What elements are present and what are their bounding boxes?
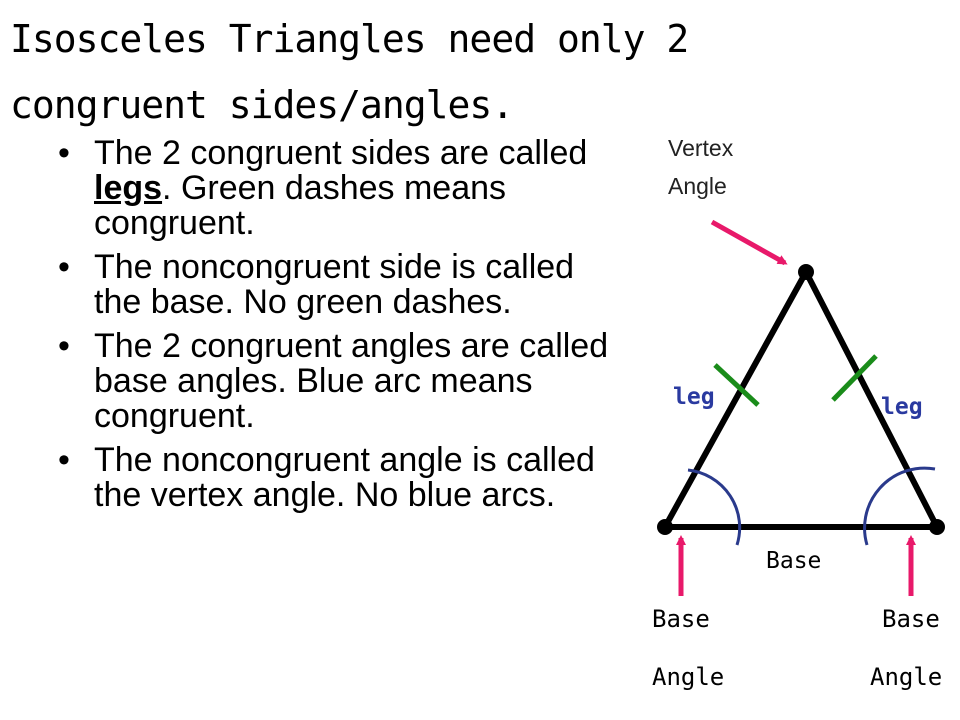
right-base-angle-label-line-2: Angle: [870, 663, 942, 691]
bullet-marker: •: [58, 248, 70, 286]
left-base-point: [657, 519, 673, 535]
bullet-text: The noncongruent angle is called the ver…: [94, 441, 595, 514]
left-base-angle-arc: [687, 468, 742, 546]
bullet-marker: •: [58, 327, 70, 365]
bullet-marker: •: [58, 441, 70, 479]
legs-term: legs: [94, 169, 163, 207]
left-leg-side: [662, 269, 809, 530]
right-leg-label: leg: [881, 394, 923, 420]
bullet-item-vertex-angle: • The noncongruent angle is called the v…: [58, 443, 618, 513]
left-leg-label: leg: [673, 384, 715, 410]
bullet-text: The 2 congruent angles are called base a…: [94, 327, 609, 435]
base-label: Base: [766, 548, 821, 574]
bullet-item-legs: • The 2 congruent sides are called legs.…: [58, 136, 618, 241]
right-base-angle-label-line-1: Base: [882, 605, 940, 633]
right-base-point: [929, 519, 945, 535]
slide-title: Isosceles Triangles need only 2 congruen…: [10, 6, 790, 138]
vertex-label-line-2: Angle: [668, 173, 727, 199]
bullet-marker: •: [58, 134, 70, 172]
right-leg-side: [803, 269, 940, 530]
bullet-item-base-angles: • The 2 congruent angles are called base…: [58, 329, 618, 434]
left-leg-congruence-dash: [713, 363, 760, 407]
left-base-angle-label-line-2: Angle: [652, 663, 724, 691]
right-leg-congruence-dash: [831, 354, 878, 402]
bullet-item-base: • The noncongruent side is called the ba…: [58, 250, 618, 320]
left-base-angle-label-line-1: Base: [652, 605, 710, 633]
bullet-text-before: The 2 congruent sides are called: [94, 134, 588, 172]
vertex-label-line-1: Vertex: [668, 135, 734, 161]
vertex-angle-pointer-arrow: [710, 219, 788, 266]
bullet-text-after: . Green dashes means congruent.: [94, 169, 507, 242]
bullet-text: The noncongruent side is called the base…: [94, 248, 575, 321]
bullet-list: • The 2 congruent sides are called legs.…: [58, 136, 618, 522]
right-base-angle-arc: [863, 466, 936, 546]
title-line-2: congruent sides/angles.: [10, 83, 514, 127]
vertex-point: [798, 264, 814, 280]
title-line-1: Isosceles Triangles need only 2: [10, 17, 689, 61]
